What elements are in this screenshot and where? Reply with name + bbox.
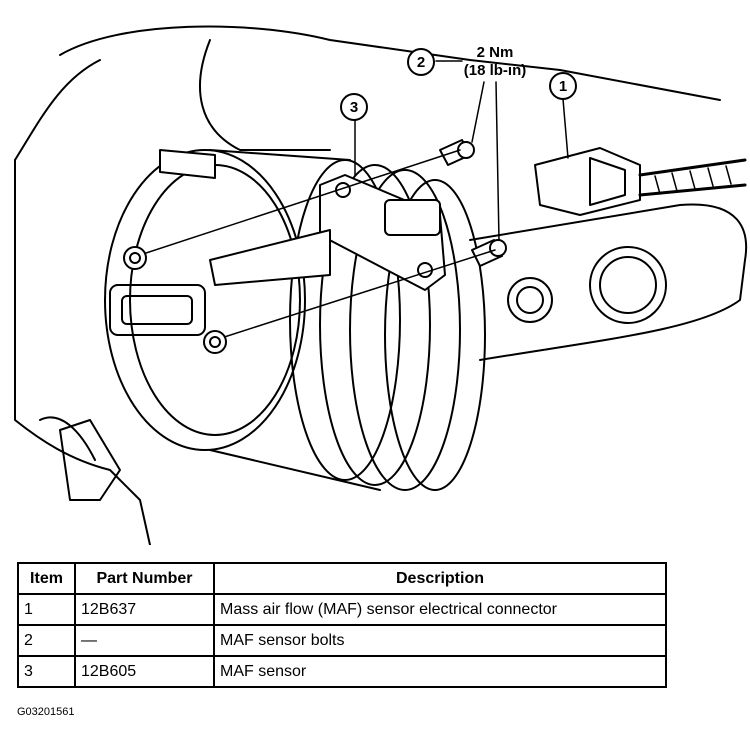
air-cleaner-housing bbox=[14, 159, 151, 545]
engine-cover-ridge bbox=[199, 39, 331, 151]
leader-2-lower bbox=[495, 81, 500, 241]
engine-cover-outline bbox=[14, 25, 721, 161]
illustration-svg: 1 2 3 2 Nm (18 lb-in) bbox=[14, 25, 748, 545]
housing-tab-inner bbox=[121, 295, 193, 325]
housing-bolt-upper bbox=[123, 246, 147, 270]
hose-clamp bbox=[159, 149, 216, 179]
housing-tab bbox=[109, 284, 206, 336]
maf-sensor-tube bbox=[209, 229, 331, 286]
bolt-line-upper bbox=[139, 149, 461, 256]
torque-spec-nm: 2 Nm bbox=[477, 44, 514, 61]
manifold-port-small-inner bbox=[516, 286, 544, 314]
callout-number-1: 1 bbox=[559, 78, 567, 95]
manifold-port-large-inner bbox=[599, 256, 657, 314]
parts-table: Item Part Number Description 1 12B637 Ma… bbox=[17, 562, 667, 688]
duct-bellows-3 bbox=[349, 169, 461, 491]
wiring-harness-wrap bbox=[654, 165, 732, 195]
bolt-line-lower bbox=[214, 249, 496, 341]
manifold-port-large bbox=[589, 246, 667, 324]
leader-1 bbox=[562, 98, 569, 159]
connector-latch bbox=[589, 157, 626, 206]
callout-circle-3 bbox=[340, 93, 368, 121]
callout-circle-2 bbox=[407, 48, 435, 76]
cell-item: 2 bbox=[17, 624, 76, 657]
cell-description: MAF sensor bbox=[213, 655, 667, 688]
duct-front-ring-inner bbox=[129, 164, 301, 436]
cell-item: 1 bbox=[17, 593, 76, 626]
cell-part-number: — bbox=[74, 624, 215, 657]
callout-number-3: 3 bbox=[350, 99, 358, 116]
leader-2-upper bbox=[471, 81, 485, 143]
table-row: 1 12B637 Mass air flow (MAF) sensor elec… bbox=[17, 593, 667, 626]
header-description: Description bbox=[213, 562, 667, 595]
table-row: 3 12B605 MAF sensor bbox=[17, 655, 667, 688]
duct-bellows-4 bbox=[384, 179, 486, 491]
cell-part-number: 12B605 bbox=[74, 655, 215, 688]
cell-part-number: 12B637 bbox=[74, 593, 215, 626]
maf-sensor-plug bbox=[384, 199, 441, 236]
manifold-outline bbox=[469, 203, 748, 361]
maf-sensor-illustration: 1 2 3 2 Nm (18 lb-in) bbox=[14, 25, 748, 545]
duct-body-bottom bbox=[209, 449, 381, 491]
housing-bolt-upper-inner bbox=[129, 252, 141, 264]
duct-bellows-2 bbox=[319, 164, 431, 486]
callout-circle-1 bbox=[549, 72, 577, 100]
torque-spec-lbin: (18 lb-in) bbox=[464, 62, 527, 79]
housing-clip bbox=[59, 419, 121, 501]
header-item: Item bbox=[17, 562, 76, 595]
maf-bolt-upper bbox=[439, 139, 475, 166]
table-row: 2 — MAF sensor bolts bbox=[17, 624, 667, 657]
wiring-harness bbox=[638, 158, 747, 197]
cell-item: 3 bbox=[17, 655, 76, 688]
duct-front-ring bbox=[104, 149, 306, 451]
cell-description: Mass air flow (MAF) sensor electrical co… bbox=[213, 593, 667, 626]
manifold-port-small bbox=[507, 277, 553, 323]
cell-description: MAF sensor bolts bbox=[213, 624, 667, 657]
duct-body-top bbox=[209, 149, 351, 161]
figure-code: G03201561 bbox=[17, 706, 75, 718]
header-part-number: Part Number bbox=[74, 562, 215, 595]
housing-bolt-lower bbox=[203, 330, 227, 354]
housing-bolt-lower-inner bbox=[209, 336, 221, 348]
table-header-row: Item Part Number Description bbox=[17, 562, 667, 595]
maf-bolt-lower bbox=[471, 239, 507, 267]
callout-number-2: 2 bbox=[417, 54, 425, 71]
